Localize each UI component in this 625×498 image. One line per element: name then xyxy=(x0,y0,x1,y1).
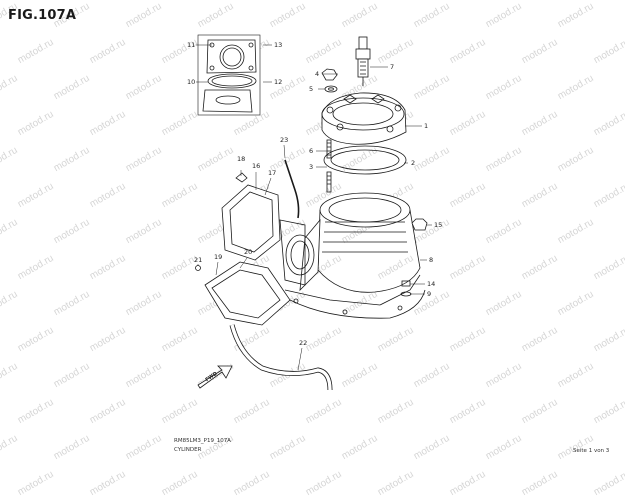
head-nut-and-washer xyxy=(321,68,338,93)
figure-code: RM85LM3_P19_107A xyxy=(174,438,231,444)
intake-pipe xyxy=(195,261,291,326)
callout-12: 12 xyxy=(274,78,283,86)
callout-3: 3 xyxy=(309,163,314,171)
watermark-text: motod.ru xyxy=(159,468,200,498)
figure-name: CYLINDER xyxy=(174,447,202,453)
callout-6: 6 xyxy=(309,147,314,155)
callout-20: 20 xyxy=(244,248,253,256)
spark-plug xyxy=(355,36,371,86)
callout-15: 15 xyxy=(434,221,443,229)
watermark-text: motod.ru xyxy=(375,468,416,498)
callout-5: 5 xyxy=(309,85,314,93)
watermark-text: motod.ru xyxy=(231,468,272,498)
callout-1: 1 xyxy=(424,122,429,130)
callout-16: 16 xyxy=(252,162,261,170)
callout-2: 2 xyxy=(411,159,416,167)
callout-17: 17 xyxy=(268,169,277,177)
page-indicator: Seite 1 von 3 xyxy=(573,448,610,454)
callout-14: 14 xyxy=(427,280,436,288)
callout-22: 22 xyxy=(299,339,308,347)
figure-title: FIG.107A xyxy=(8,8,77,23)
callout-23: 23 xyxy=(280,136,289,144)
watermark-text: motod.ru xyxy=(303,468,344,498)
watermark-text: motod.ru xyxy=(447,468,488,498)
watermark-text: motod.ru xyxy=(15,468,56,498)
cylinder-head xyxy=(321,92,407,145)
callout-21: 21 xyxy=(194,256,203,264)
cylinder-nut xyxy=(411,218,428,231)
callout-13: 13 xyxy=(274,41,283,49)
reed-valve-gasket xyxy=(221,172,281,261)
callout-19: 19 xyxy=(214,253,223,261)
cylinder-body xyxy=(279,192,426,319)
cylinder-exploded-diagram xyxy=(195,34,432,391)
gasket-set-inset xyxy=(197,34,261,116)
cylinder-studs xyxy=(326,139,332,193)
callout-10: 10 xyxy=(187,78,196,86)
breather-hose xyxy=(284,159,300,219)
callout-4: 4 xyxy=(315,70,320,78)
callout-11: 11 xyxy=(187,41,196,49)
leader-lines xyxy=(196,44,432,371)
watermark-text: motod.ru xyxy=(519,468,560,498)
callout-7: 7 xyxy=(390,63,395,71)
watermark-text: motod.ru xyxy=(591,468,625,498)
callout-8: 8 xyxy=(429,256,434,264)
callout-9: 9 xyxy=(427,290,432,298)
callout-18: 18 xyxy=(237,155,246,163)
watermark-text: motod.ru xyxy=(87,468,128,498)
head-gasket xyxy=(323,145,407,175)
forward-arrow-icon xyxy=(197,365,233,389)
